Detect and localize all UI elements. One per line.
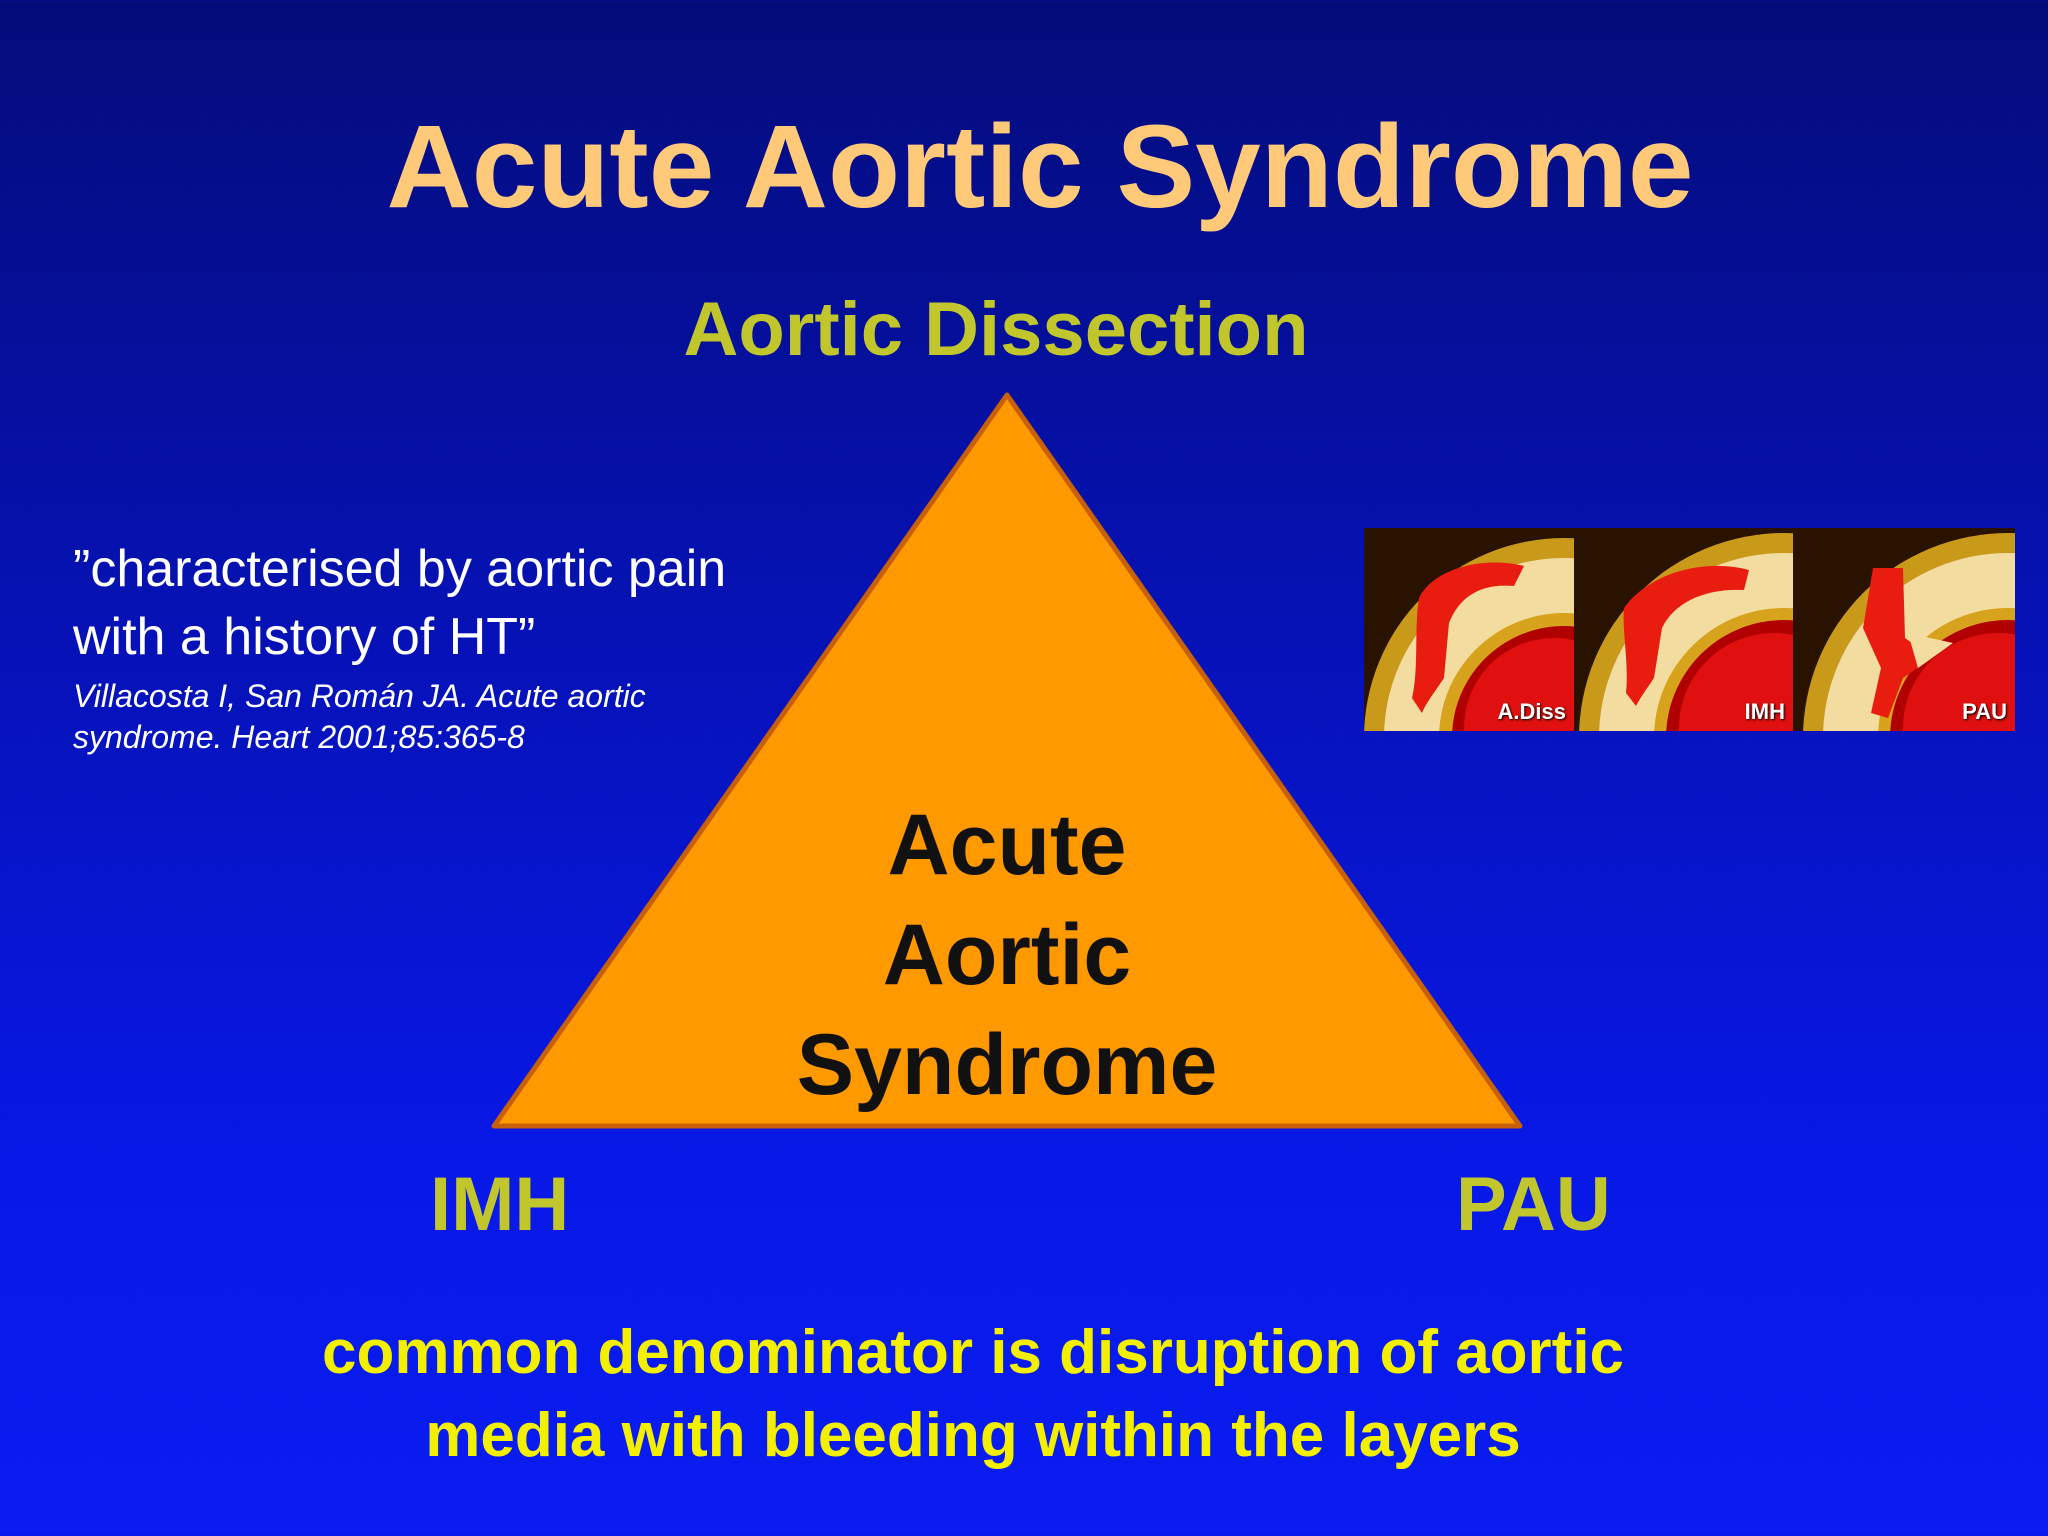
label-aortic-dissection: Aortic Dissection	[683, 287, 1309, 372]
image-label-imh: IMH	[1744, 699, 1785, 724]
illustration-dissection: A.Diss	[1364, 528, 1574, 731]
slide-title: Acute Aortic Syndrome	[386, 101, 1694, 233]
citation: Villacosta I, San Román JA. Acute aortic…	[73, 676, 773, 758]
illustration-imh: IMH	[1574, 528, 1793, 731]
footer-line-2: media with bleeding within the layers	[425, 1401, 1521, 1470]
triangle-shape	[491, 392, 1523, 1129]
label-imh: IMH	[430, 1162, 570, 1247]
center-line-aortic: Aortic	[882, 907, 1132, 1003]
center-line-syndrome: Syndrome	[796, 1017, 1218, 1113]
image-label-pau: PAU	[1962, 699, 2007, 724]
footer-line-1: common denominator is disruption of aort…	[321, 1318, 1625, 1387]
illustration-pau: PAU	[1793, 528, 2015, 731]
footer-statement: common denominator is disruption of aort…	[0, 1311, 1946, 1477]
citation-line-2: syndrome. Heart 2001;85:365-8	[73, 719, 525, 755]
aortic-illustrations: A.Diss IMH PAU	[1364, 528, 2015, 731]
citation-line-1: Villacosta I, San Román JA. Acute aortic	[73, 678, 646, 714]
quote-line-2: with a history of HT”	[73, 608, 536, 666]
center-line-acute: Acute	[887, 797, 1127, 893]
label-pau: PAU	[1456, 1162, 1611, 1247]
image-label-adiss: A.Diss	[1497, 699, 1566, 724]
quote-line-1: ”characterised by aortic pain	[73, 540, 727, 598]
quote-text: ”characterised by aortic pain with a his…	[73, 535, 833, 671]
triangle-center-text: Acute Aortic Syndrome	[700, 790, 1314, 1120]
